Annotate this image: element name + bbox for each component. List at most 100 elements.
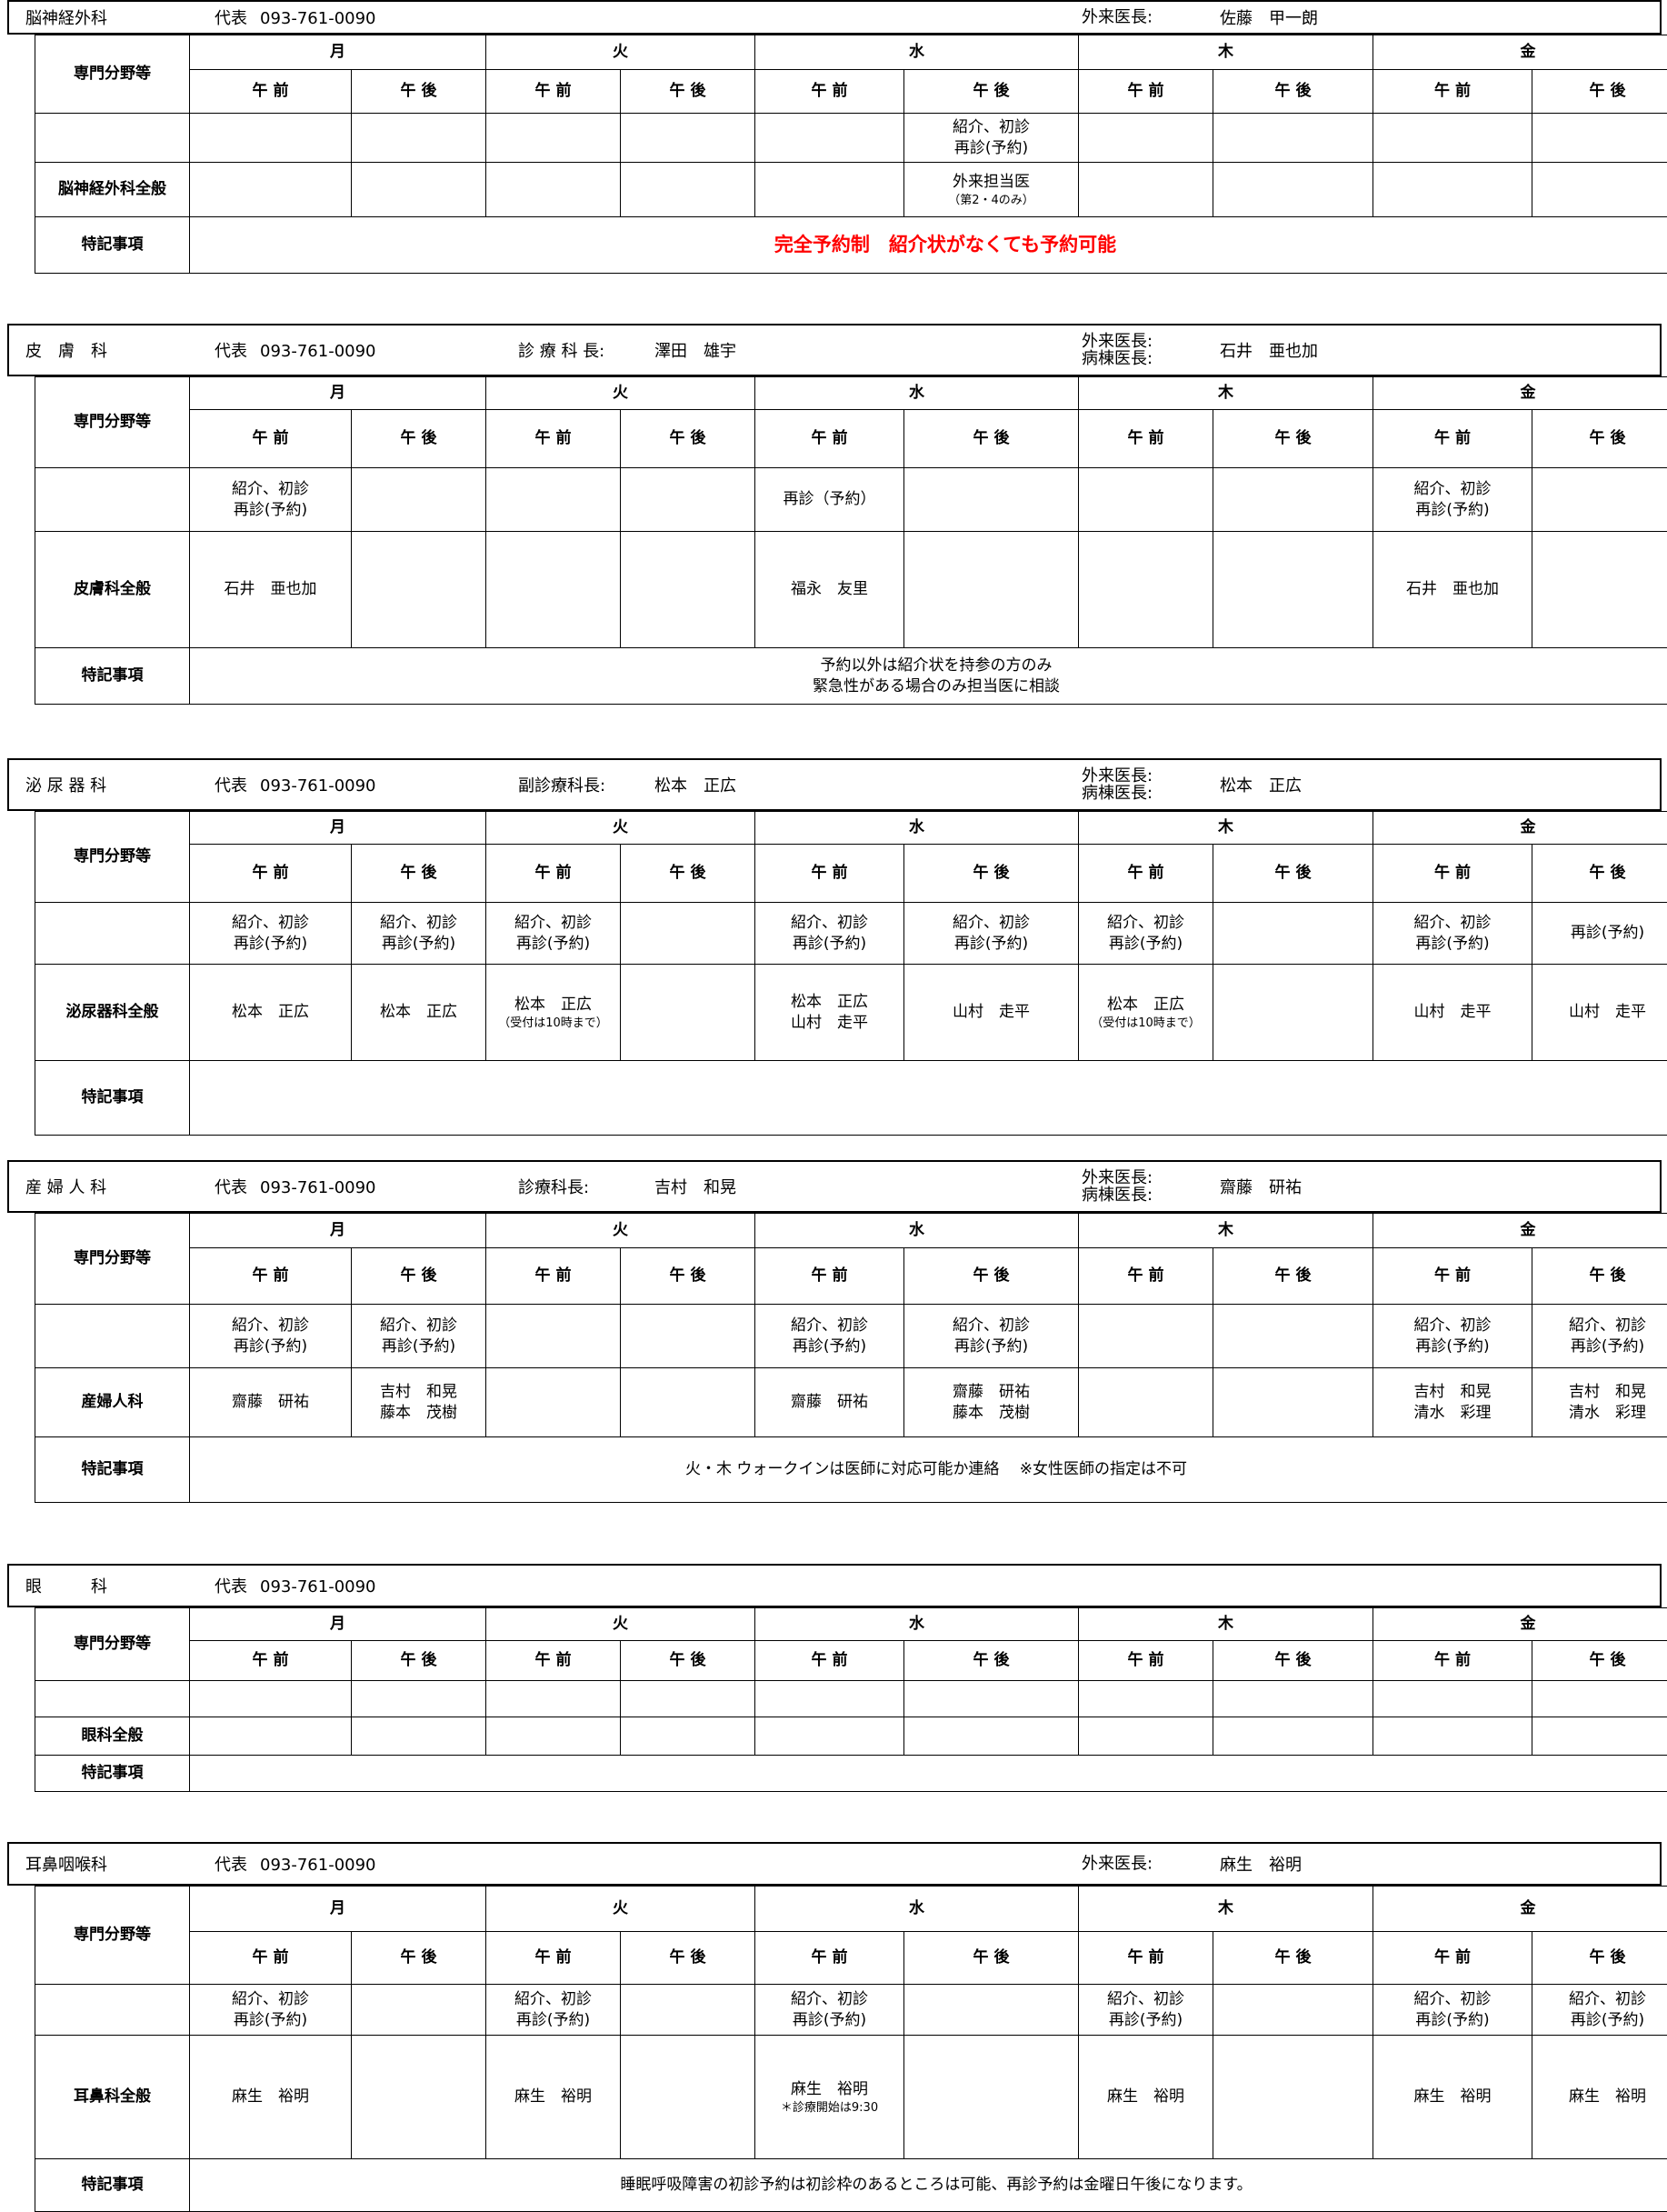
specialty-slot-line: 紹介、初診 <box>908 913 1074 934</box>
specialty-slot-line: 再診(予約) <box>355 1336 482 1357</box>
general-label-line: 皮膚科全般 <box>39 579 185 600</box>
pm-header: 午 後 <box>352 1641 486 1681</box>
specialty-slot <box>904 1985 1079 2036</box>
dept-name: 泌 尿 器 科 <box>25 773 106 796</box>
am-header: 午 前 <box>190 410 352 468</box>
phone-label: 代表 <box>215 776 247 796</box>
am-header-line: 午 前 <box>759 428 900 449</box>
pm-header: 午 後 <box>1213 845 1373 903</box>
specialty-slot-line: 再診(予約) <box>194 2010 347 2031</box>
ampm-row: 午 前午 後午 前午 後午 前午 後午 前午 後午 前午 後 <box>35 1641 1667 1681</box>
doctor-slot: 福永 友里 <box>755 532 904 648</box>
pm-header: 午 後 <box>1532 1248 1667 1305</box>
notes-row: 特記事項睡眠呼吸障害の初診予約は初診枠のあるところは可能、再診予約は金曜日午後に… <box>35 2159 1667 2212</box>
notes-line: 緊急性がある場合のみ担当医に相談 <box>194 676 1667 697</box>
specialty-slot: 紹介、初診再診(予約) <box>486 903 621 965</box>
pm-header: 午 後 <box>1532 1641 1667 1681</box>
specialty-slot-line: 紹介、初診 <box>1377 1989 1528 2010</box>
specialty-label <box>35 468 190 532</box>
doctor-slot-line: 松本 正広 <box>759 992 900 1013</box>
pm-header-line: 午 後 <box>624 428 751 449</box>
pm-header-line: 午 後 <box>355 1947 482 1968</box>
chief-name: 松本 正広 <box>654 773 736 796</box>
specialty-slot: 紹介、初診再診(予約) <box>1079 903 1213 965</box>
pm-header-line: 午 後 <box>1536 1947 1667 1968</box>
role-label: 外来医長: <box>1082 1856 1153 1873</box>
doctor-slot-note: （受付は10時まで） <box>1083 1016 1209 1031</box>
doctor-slot: 齋藤 研祐 <box>190 1368 352 1437</box>
specialty-slot <box>904 468 1079 532</box>
specialty-slot-line: 紹介、初診 <box>1083 913 1209 934</box>
notes-text <box>190 1756 1667 1792</box>
specialty-slot-line: 再診(予約) <box>1377 500 1528 521</box>
day-header-line: 金 <box>1377 383 1667 404</box>
pm-header: 午 後 <box>352 410 486 468</box>
notes-label: 特記事項 <box>35 1437 190 1503</box>
am-header-line: 午 前 <box>1377 1947 1528 1968</box>
general-label-line: 泌尿器科全般 <box>39 1002 185 1023</box>
doctor-slot-line: 吉村 和晃 <box>1536 1382 1667 1403</box>
notes-label: 特記事項 <box>35 1061 190 1136</box>
day-header: 金 <box>1373 1887 1667 1932</box>
am-header-line: 午 前 <box>490 1266 616 1286</box>
specialty-slot <box>190 1681 352 1717</box>
day-header-line: 月 <box>194 817 482 838</box>
am-header: 午 前 <box>486 845 621 903</box>
day-header-line: 木 <box>1083 42 1369 63</box>
pm-header: 午 後 <box>352 70 486 114</box>
doctor-slot <box>904 1717 1079 1756</box>
chief-label: 副診療科長: <box>518 773 605 796</box>
pm-header-line: 午 後 <box>1536 428 1667 449</box>
specialty-slot <box>1532 1681 1667 1717</box>
am-header-line: 午 前 <box>1083 1266 1209 1286</box>
doctor-slot <box>621 1717 755 1756</box>
schedule-table: 専門分野等月火水木金午 前午 後午 前午 後午 前午 後午 前午 後午 前午 後… <box>35 1886 1667 2212</box>
day-header-line: 火 <box>490 1220 751 1241</box>
am-header: 午 前 <box>1373 410 1532 468</box>
pm-header-line: 午 後 <box>908 1266 1074 1286</box>
row-header-specialty-line: 専門分野等 <box>39 1634 185 1655</box>
specialty-slot: 紹介、初診再診(予約) <box>1373 1985 1532 2036</box>
doctor-slot <box>621 965 755 1061</box>
doctor-slot-line: 松本 正広 <box>490 995 616 1016</box>
specialty-slot-line: 紹介、初診 <box>1377 479 1528 500</box>
day-header-line: 月 <box>194 1220 482 1241</box>
doctor-slot <box>1532 163 1667 217</box>
role-labels: 外来医長:病棟医長: <box>1082 767 1153 802</box>
doctor-slot: 麻生 裕明 <box>486 2036 621 2159</box>
doctor-slot <box>1213 965 1373 1061</box>
notes-text: 予約以外は紹介状を持参の方のみ緊急性がある場合のみ担当医に相談 <box>190 648 1667 705</box>
doctor-slot <box>486 1368 621 1437</box>
specialty-slot-line: 再診(予約) <box>1083 934 1209 955</box>
specialty-row: 紹介、初診再診(予約) <box>35 114 1667 163</box>
specialty-slot-line: 紹介、初診 <box>490 913 616 934</box>
pm-header: 午 後 <box>352 845 486 903</box>
day-header: 水 <box>755 377 1079 410</box>
day-header-row: 専門分野等月火水木金 <box>35 1887 1667 1932</box>
specialty-slot <box>621 468 755 532</box>
day-header-line: 木 <box>1083 1898 1369 1919</box>
row-header-specialty: 専門分野等 <box>35 1887 190 1985</box>
doctor-slot <box>1373 1717 1532 1756</box>
day-header-row: 専門分野等月火水木金 <box>35 1608 1667 1641</box>
specialty-slot-line: 再診(予約) <box>908 1336 1074 1357</box>
notes-line: 完全予約制 紹介状がなくても予約可能 <box>194 235 1667 255</box>
pm-header: 午 後 <box>904 410 1079 468</box>
row-header-specialty: 専門分野等 <box>35 1608 190 1681</box>
pm-header: 午 後 <box>621 70 755 114</box>
pm-header-line: 午 後 <box>1536 81 1667 102</box>
specialty-slot <box>1213 1681 1373 1717</box>
day-header-line: 月 <box>194 1614 482 1635</box>
pm-header-line: 午 後 <box>908 1947 1074 1968</box>
specialty-slot-line: 紹介、初診 <box>355 913 482 934</box>
am-header-line: 午 前 <box>1377 863 1528 884</box>
specialty-slot-line: 紹介、初診 <box>759 913 900 934</box>
day-header: 水 <box>755 1214 1079 1248</box>
pm-header: 午 後 <box>352 1248 486 1305</box>
am-header-line: 午 前 <box>194 1650 347 1671</box>
am-header: 午 前 <box>190 1248 352 1305</box>
